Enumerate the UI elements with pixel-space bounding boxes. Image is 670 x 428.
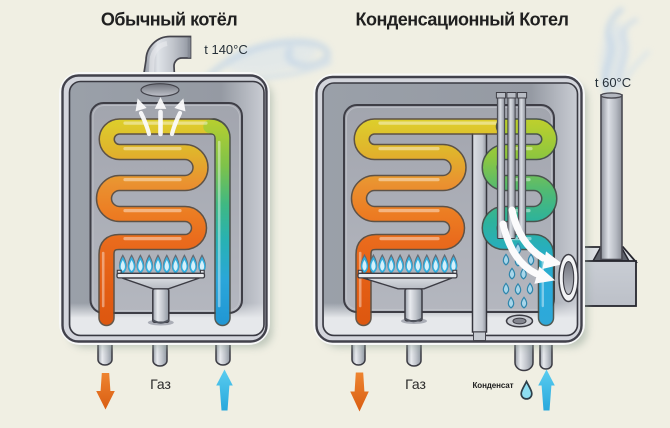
svg-text:Конденсационный Котел: Конденсационный Котел <box>355 10 568 30</box>
svg-text:Газ: Газ <box>150 376 171 392</box>
svg-text:t 140°C: t 140°C <box>204 42 248 57</box>
svg-text:Газ: Газ <box>405 376 426 392</box>
svg-text:Обычный котёл: Обычный котёл <box>101 10 237 30</box>
svg-text:Конденсат: Конденсат <box>473 381 514 390</box>
svg-text:t 60°C: t 60°C <box>595 75 631 90</box>
